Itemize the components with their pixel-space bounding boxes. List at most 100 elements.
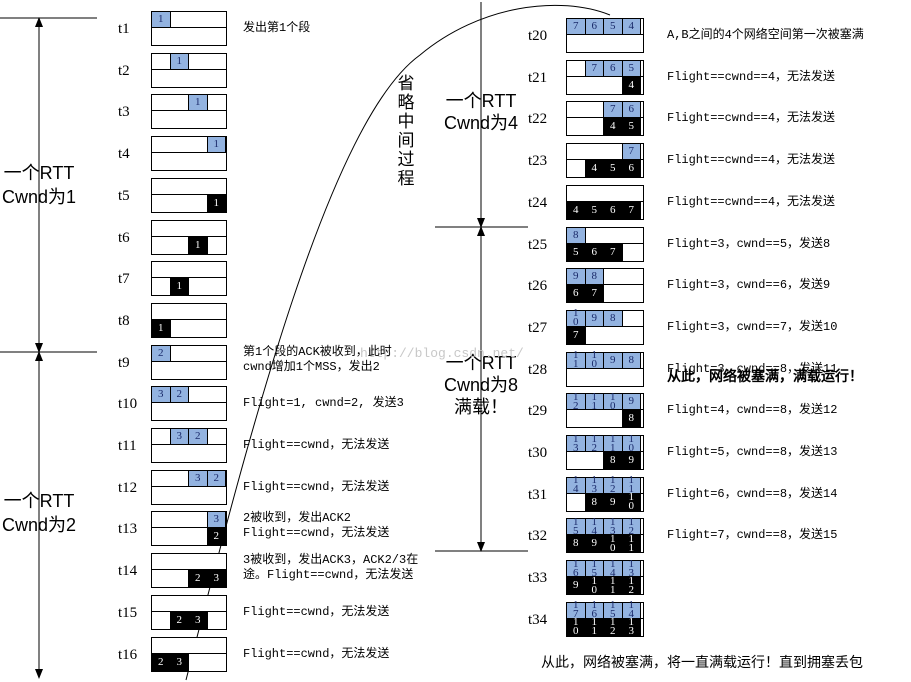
time-label-t26: t26 — [528, 278, 548, 295]
data-segment-2: 2 — [151, 344, 171, 362]
data-segment-15: 1 5 — [566, 516, 586, 536]
pipe-divider — [151, 360, 227, 362]
data-segment-12: 1 2 — [566, 391, 586, 411]
ack-segment-4: 4 — [566, 200, 586, 220]
pipe-divider — [151, 68, 227, 70]
data-segment-11: 1 1 — [584, 391, 604, 411]
ack-segment-2: 2 — [188, 569, 208, 589]
ack-segment-6: 6 — [566, 284, 586, 304]
pipe-divider — [151, 652, 227, 654]
note-t9: 第1个段的ACK被收到，此时 cwnd增加1个MSS，发出2 — [243, 344, 392, 374]
ack-segment-8: 8 — [584, 492, 604, 512]
pipe-divider — [151, 27, 227, 28]
time-label-t23: t23 — [528, 153, 548, 170]
data-segment-9: 9 — [603, 351, 623, 369]
ack-segment-5: 5 — [603, 159, 623, 179]
data-segment-8: 8 — [621, 351, 641, 369]
ack-segment-6: 6 — [603, 200, 623, 220]
ack-segment-12: 1 2 — [621, 575, 641, 596]
ack-segment-12: 1 2 — [603, 617, 623, 637]
ack-segment-13: 1 3 — [621, 617, 641, 637]
pipe-divider — [151, 193, 227, 195]
ack-segment-2: 2 — [151, 652, 171, 672]
time-label-t9: t9 — [118, 354, 130, 371]
ack-segment-8: 8 — [603, 451, 623, 470]
time-label-t2: t2 — [118, 62, 130, 79]
time-label-t28: t28 — [528, 361, 548, 378]
ack-segment-1: 1 — [169, 277, 189, 297]
data-segment-5: 5 — [603, 18, 623, 35]
data-segment-10: 1 0 — [584, 350, 604, 370]
ack-segment-4: 4 — [621, 75, 641, 95]
time-label-t11: t11 — [118, 438, 137, 454]
note-t31: Flight=6，cwnd==8，发送14 — [667, 486, 838, 501]
data-segment-7: 7 — [584, 59, 604, 77]
data-segment-10: 1 0 — [621, 433, 641, 453]
ack-segment-8: 8 — [621, 409, 641, 429]
ack-segment-6: 6 — [621, 159, 641, 179]
time-label-t21: t21 — [528, 69, 548, 86]
ack-segment-7: 7 — [566, 325, 586, 345]
rtt-cwnd2-line1: 一个RTT — [3, 491, 75, 511]
time-label-t15: t15 — [118, 604, 138, 621]
time-label-t1: t1 — [118, 21, 130, 37]
time-label-t22: t22 — [528, 111, 548, 128]
rtt-cwnd2-line2: Cwnd为2 — [1, 515, 77, 535]
data-segment-8: 8 — [566, 226, 586, 244]
time-label-t5: t5 — [118, 187, 130, 204]
data-segment-7: 7 — [621, 143, 641, 161]
ack-segment-2: 2 — [206, 527, 226, 547]
data-segment-2: 2 — [206, 469, 226, 487]
note-t28: Flight=3，cwnd==8，发送11 — [667, 361, 838, 376]
footer-note: 从此，网络被塞满，将一直满载运行！直到拥塞丢包 — [541, 654, 863, 670]
data-segment-6: 6 — [584, 18, 604, 35]
note-t12: Flight==cwnd，无法发送 — [243, 479, 390, 494]
time-label-t4: t4 — [118, 146, 130, 163]
note-t21: Flight==cwnd==4，无法发送 — [667, 69, 836, 84]
data-segment-3: 3 — [206, 511, 226, 529]
note-t32: Flight=7，cwnd==8，发送15 — [667, 528, 838, 543]
rtt-cwnd1-line1: 一个RTT — [3, 163, 75, 183]
note-t30: Flight=5，cwnd==8，发送13 — [667, 445, 838, 459]
data-segment-12: 1 2 — [621, 516, 641, 536]
time-label-t31: t31 — [528, 486, 548, 503]
ack-segment-3: 3 — [188, 610, 208, 630]
ack-segment-6: 6 — [584, 242, 604, 262]
ack-segment-9: 9 — [603, 492, 623, 512]
ack-segment-7: 7 — [584, 284, 604, 304]
note-t16: Flight==cwnd，无法发送 — [243, 646, 390, 661]
ack-segment-1: 1 — [188, 235, 208, 255]
ack-segment-10: 1 0 — [584, 575, 604, 596]
omitted-process-label: 省 略 中 间 过 程 — [397, 74, 415, 188]
time-label-t3: t3 — [118, 104, 130, 121]
rtt-cwnd1-line2: Cwnd为1 — [1, 187, 77, 207]
ack-segment-4: 4 — [603, 117, 623, 137]
ack-segment-11: 1 1 — [603, 575, 623, 596]
data-segment-1: 1 — [206, 136, 226, 154]
data-segment-1: 1 — [188, 94, 208, 112]
data-segment-12: 1 2 — [603, 475, 623, 495]
pipe-divider — [151, 527, 227, 529]
ack-segment-10: 1 0 — [621, 492, 641, 512]
time-label-t13: t13 — [118, 521, 138, 538]
note-t10: Flight=1, cwnd=2, 发送3 — [243, 396, 404, 411]
note-t26: Flight=3，cwnd==6，发送9 — [667, 278, 831, 293]
note-t1: 发出第1个段 — [243, 21, 311, 35]
rtt-cwnd8-label: 一个RTT Cwnd为8 满载！ — [443, 353, 519, 417]
data-segment-6: 6 — [603, 59, 623, 77]
ack-segment-1: 1 — [151, 318, 171, 338]
note-t27: Flight=3，cwnd==7，发送10 — [667, 319, 838, 334]
time-label-t14: t14 — [118, 563, 138, 580]
ack-segment-3: 3 — [169, 652, 189, 672]
ack-segment-3: 3 — [206, 569, 226, 589]
pipe-t2 — [151, 52, 227, 88]
ack-segment-7: 7 — [603, 242, 623, 262]
ack-segment-11: 1 1 — [621, 533, 641, 554]
data-segment-10: 1 0 — [566, 308, 586, 328]
data-segment-4: 4 — [621, 18, 641, 35]
time-label-t20: t20 — [528, 28, 548, 44]
time-label-t29: t29 — [528, 403, 548, 420]
note-t13: 2被收到，发出ACK2 Flight==cwnd，无法发送 — [243, 511, 390, 541]
t28-full-load-note: 从此，网络被塞满，满载运行！ — [667, 368, 863, 384]
